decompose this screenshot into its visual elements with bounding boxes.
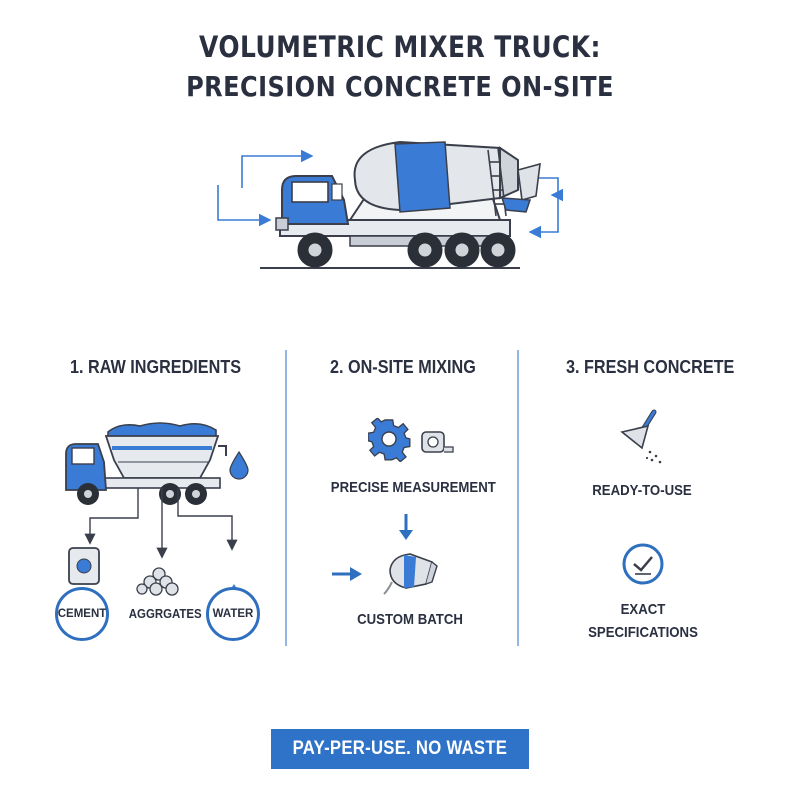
ingredient-cement: CEMENT: [55, 587, 109, 641]
ready-to-use-label: READY-TO-USE: [592, 482, 692, 499]
cement-bag-icon: [68, 547, 100, 585]
truck-wheels: [297, 232, 516, 268]
mixer-drum: [353, 140, 519, 213]
exact-label: EXACT: [620, 601, 666, 618]
truck-cab: [275, 175, 350, 231]
checkmark-badge-icon: [622, 543, 664, 585]
arrow-down-icon: [399, 514, 413, 540]
column-divider: [285, 350, 287, 646]
column-divider: [517, 350, 519, 646]
step-3-heading: 3. FRESH CONCRETE: [566, 357, 735, 377]
page-subtitle: PRECISION CONCRETE ON-SITE: [186, 70, 614, 103]
step-2-heading: 2. ON-SITE MIXING: [330, 357, 476, 377]
flow-arrow-right-top: [538, 177, 564, 202]
mixing-drum-icon: [383, 553, 438, 595]
aggregate-pile-icon: [136, 567, 179, 596]
arrow-right-icon: [332, 567, 362, 581]
banner-text: PAY-PER-USE. NO WASTE: [292, 738, 508, 759]
precise-measurement-label: PRECISE MEASUREMENT: [330, 479, 496, 496]
trowel-icon: [620, 409, 662, 464]
gear-icon: [368, 418, 411, 462]
step-1-heading: 1. RAW INGREDIENTS: [70, 357, 242, 377]
page-title: VOLUMETRIC MIXER TRUCK:: [199, 30, 601, 64]
mixer-truck-illustration: [217, 140, 564, 269]
flow-arrow-right: [528, 195, 559, 239]
flow-arrow-left: [217, 185, 272, 227]
ingredient-aggregates: AGGRGATES: [128, 606, 202, 621]
ingredient-water: WATER: [206, 587, 260, 641]
custom-batch-label: CUSTOM BATCH: [357, 611, 463, 628]
specifications-label: SPECIFICATIONS: [588, 624, 698, 641]
bulk-truck-icon: [65, 422, 238, 559]
water-drop-icon: [229, 450, 249, 480]
pay-per-use-banner: PAY-PER-USE. NO WASTE: [271, 729, 529, 769]
measuring-tape-icon: [421, 431, 454, 453]
flow-arrow-top-left: [241, 149, 314, 188]
